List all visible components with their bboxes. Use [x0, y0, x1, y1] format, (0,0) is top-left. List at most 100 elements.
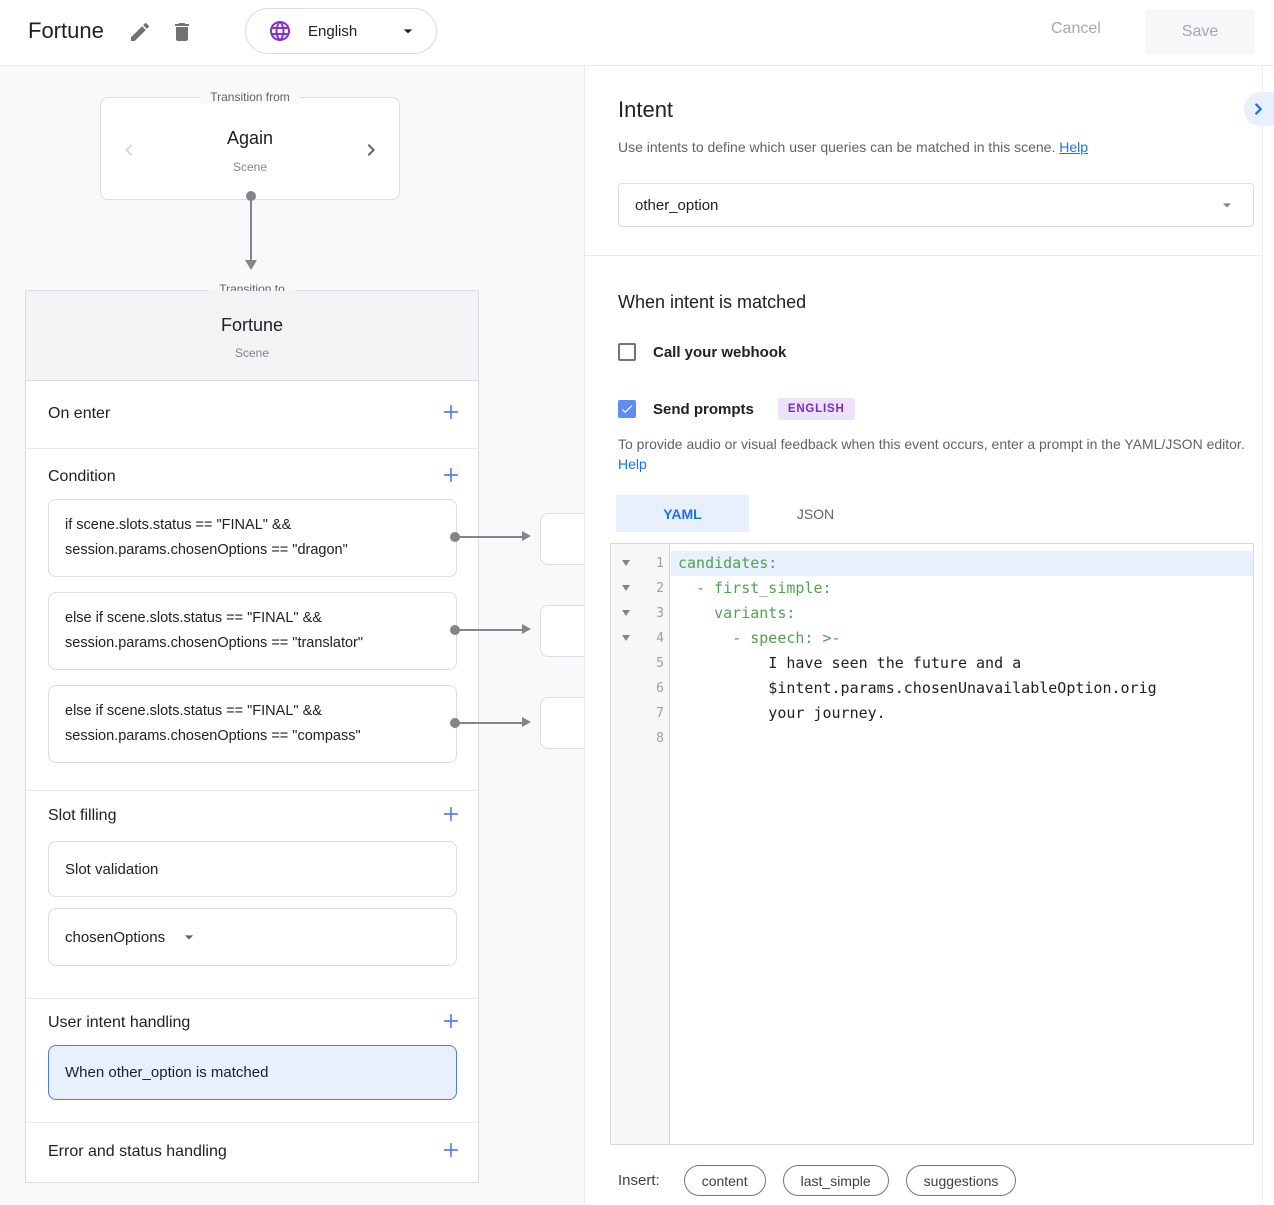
transition-connector-arrow	[245, 260, 257, 270]
tab-json[interactable]: JSON	[796, 505, 835, 522]
condition-connector-line	[455, 629, 523, 631]
chevron-right-icon	[1255, 103, 1262, 115]
check-icon	[621, 405, 633, 414]
condition-line: session.params.chosenOptions == "transla…	[65, 635, 364, 651]
insert-last-simple-button[interactable]: last_simple	[782, 1165, 889, 1196]
line-number: 7	[656, 706, 664, 721]
fold-triangle-down-icon[interactable]	[622, 610, 630, 616]
save-button[interactable]: Save	[1145, 9, 1255, 54]
edit-pencil-icon[interactable]	[128, 20, 152, 44]
condition-card-dragon[interactable]: if scene.slots.status == "FINAL" && sess…	[48, 499, 457, 577]
caret-down-icon	[403, 29, 413, 34]
language-selector[interactable]: English	[245, 8, 437, 54]
slot-validation-label: Slot validation	[65, 860, 159, 878]
webhook-checkbox[interactable]	[618, 343, 636, 361]
code-line: I have seen the future and a	[678, 654, 1022, 672]
add-intent-handler-button[interactable]	[440, 1010, 462, 1032]
condition-connector-arrow	[522, 624, 531, 634]
add-on-enter-button[interactable]	[440, 401, 462, 423]
caret-down-icon	[184, 935, 194, 940]
insert-toolbar: Insert: content last_simple suggestions	[618, 1165, 1033, 1196]
intent-select[interactable]: other_option	[618, 183, 1254, 227]
insert-suggestions-button[interactable]: suggestions	[905, 1165, 1017, 1196]
language-badge: ENGLISH	[777, 398, 855, 420]
matched-section-title: When intent is matched	[618, 292, 807, 312]
intent-detail-panel: Intent Use intents to define which user …	[584, 66, 1263, 1205]
line-number: 4	[656, 631, 664, 646]
transition-target-box[interactable]	[540, 697, 584, 749]
section-divider	[26, 790, 478, 791]
condition-line: else if scene.slots.status == "FINAL" &&	[65, 610, 322, 626]
add-slot-button[interactable]	[440, 803, 462, 825]
code-line: $intent.params.chosenUnavailableOption.o…	[678, 679, 1157, 697]
webhook-label[interactable]: Call your webhook	[653, 343, 787, 361]
intent-handler-label: When other_option is matched	[65, 1064, 269, 1081]
send-prompts-label[interactable]: Send prompts	[653, 400, 754, 418]
condition-card-compass[interactable]: else if scene.slots.status == "FINAL" &&…	[48, 685, 457, 763]
transition-target-box[interactable]	[540, 605, 584, 657]
selected-intent-value: other_option	[635, 196, 719, 214]
language-label: English	[308, 22, 358, 40]
slot-name-label: chosenOptions	[65, 928, 166, 946]
line-number: 2	[656, 581, 664, 596]
editor-active-line	[671, 551, 1253, 576]
code-line: - first_simple:	[678, 579, 832, 597]
panel-title: Intent	[618, 97, 674, 122]
transition-target-box[interactable]	[540, 513, 584, 565]
condition-line: session.params.chosenOptions == "compass…	[65, 728, 361, 744]
panel-divider	[585, 255, 1263, 256]
code-line: your journey.	[678, 704, 886, 722]
from-scene-type: Scene	[232, 160, 268, 174]
slot-chosenoptions-card[interactable]: chosenOptions	[48, 908, 457, 966]
scene-card-fortune: Transition to Fortune Scene On enter Con…	[25, 282, 479, 1183]
editor-tabs: YAML JSON	[616, 495, 882, 532]
code-line: candidates:	[678, 554, 778, 572]
project-title: Fortune	[28, 18, 104, 43]
condition-card-translator[interactable]: else if scene.slots.status == "FINAL" &&…	[48, 592, 457, 670]
line-number: 8	[656, 731, 664, 746]
cancel-button[interactable]: Cancel	[1051, 20, 1101, 37]
insert-label: Insert:	[618, 1172, 660, 1189]
fold-triangle-down-icon[interactable]	[622, 635, 630, 641]
add-condition-button[interactable]	[440, 464, 462, 486]
section-divider	[26, 1122, 478, 1123]
section-user-intent-handling: User intent handling	[48, 1014, 191, 1031]
scrollbar-track[interactable]	[1262, 66, 1274, 1205]
line-number: 5	[656, 656, 664, 671]
prompt-help-link[interactable]: Help	[618, 456, 647, 472]
code-line: - speech: >-	[678, 629, 841, 647]
transition-from-card: Transition from Again Scene	[100, 90, 400, 200]
prompt-description: To provide audio or visual feedback when…	[618, 434, 1248, 474]
scene-type: Scene	[234, 346, 270, 360]
section-condition: Condition	[48, 468, 116, 485]
send-prompts-checkbox[interactable]	[618, 400, 636, 418]
fold-triangle-down-icon[interactable]	[622, 560, 630, 566]
top-bar: Fortune English Cancel Save	[0, 0, 1274, 66]
yaml-code-editor[interactable]: 1 2 3 4 5 6 7 8 candidates: - first_simp…	[610, 543, 1254, 1145]
condition-connector-line	[455, 536, 523, 538]
collapse-panel-button[interactable]	[1244, 92, 1274, 126]
chevron-left-icon[interactable]	[117, 138, 141, 162]
scene-graph-canvas: Transition from Again Scene Transition t…	[0, 66, 584, 1205]
fold-triangle-down-icon[interactable]	[622, 585, 630, 591]
condition-line: else if scene.slots.status == "FINAL" &&	[65, 703, 322, 719]
section-slot-filling: Slot filling	[48, 807, 117, 824]
globe-icon	[270, 21, 290, 41]
slot-validation-card[interactable]: Slot validation	[48, 841, 457, 897]
add-error-handler-button[interactable]	[440, 1139, 462, 1161]
insert-content-button[interactable]: content	[683, 1165, 766, 1196]
chevron-right-icon[interactable]	[359, 138, 383, 162]
condition-connector-line	[455, 722, 523, 724]
line-number: 3	[656, 606, 664, 621]
intent-help-link[interactable]: Help	[1059, 139, 1089, 155]
delete-trash-icon[interactable]	[170, 20, 194, 44]
transition-connector-line	[250, 200, 252, 260]
tab-yaml[interactable]: YAML	[616, 495, 749, 532]
editor-gutter	[611, 544, 670, 1144]
condition-line: if scene.slots.status == "FINAL" &&	[65, 517, 292, 533]
line-number: 6	[656, 681, 664, 696]
scene-card-header: Fortune Scene	[26, 291, 478, 381]
prompt-description-text: To provide audio or visual feedback when…	[618, 436, 1245, 452]
intent-handler-card-selected[interactable]: When other_option is matched	[48, 1045, 457, 1100]
